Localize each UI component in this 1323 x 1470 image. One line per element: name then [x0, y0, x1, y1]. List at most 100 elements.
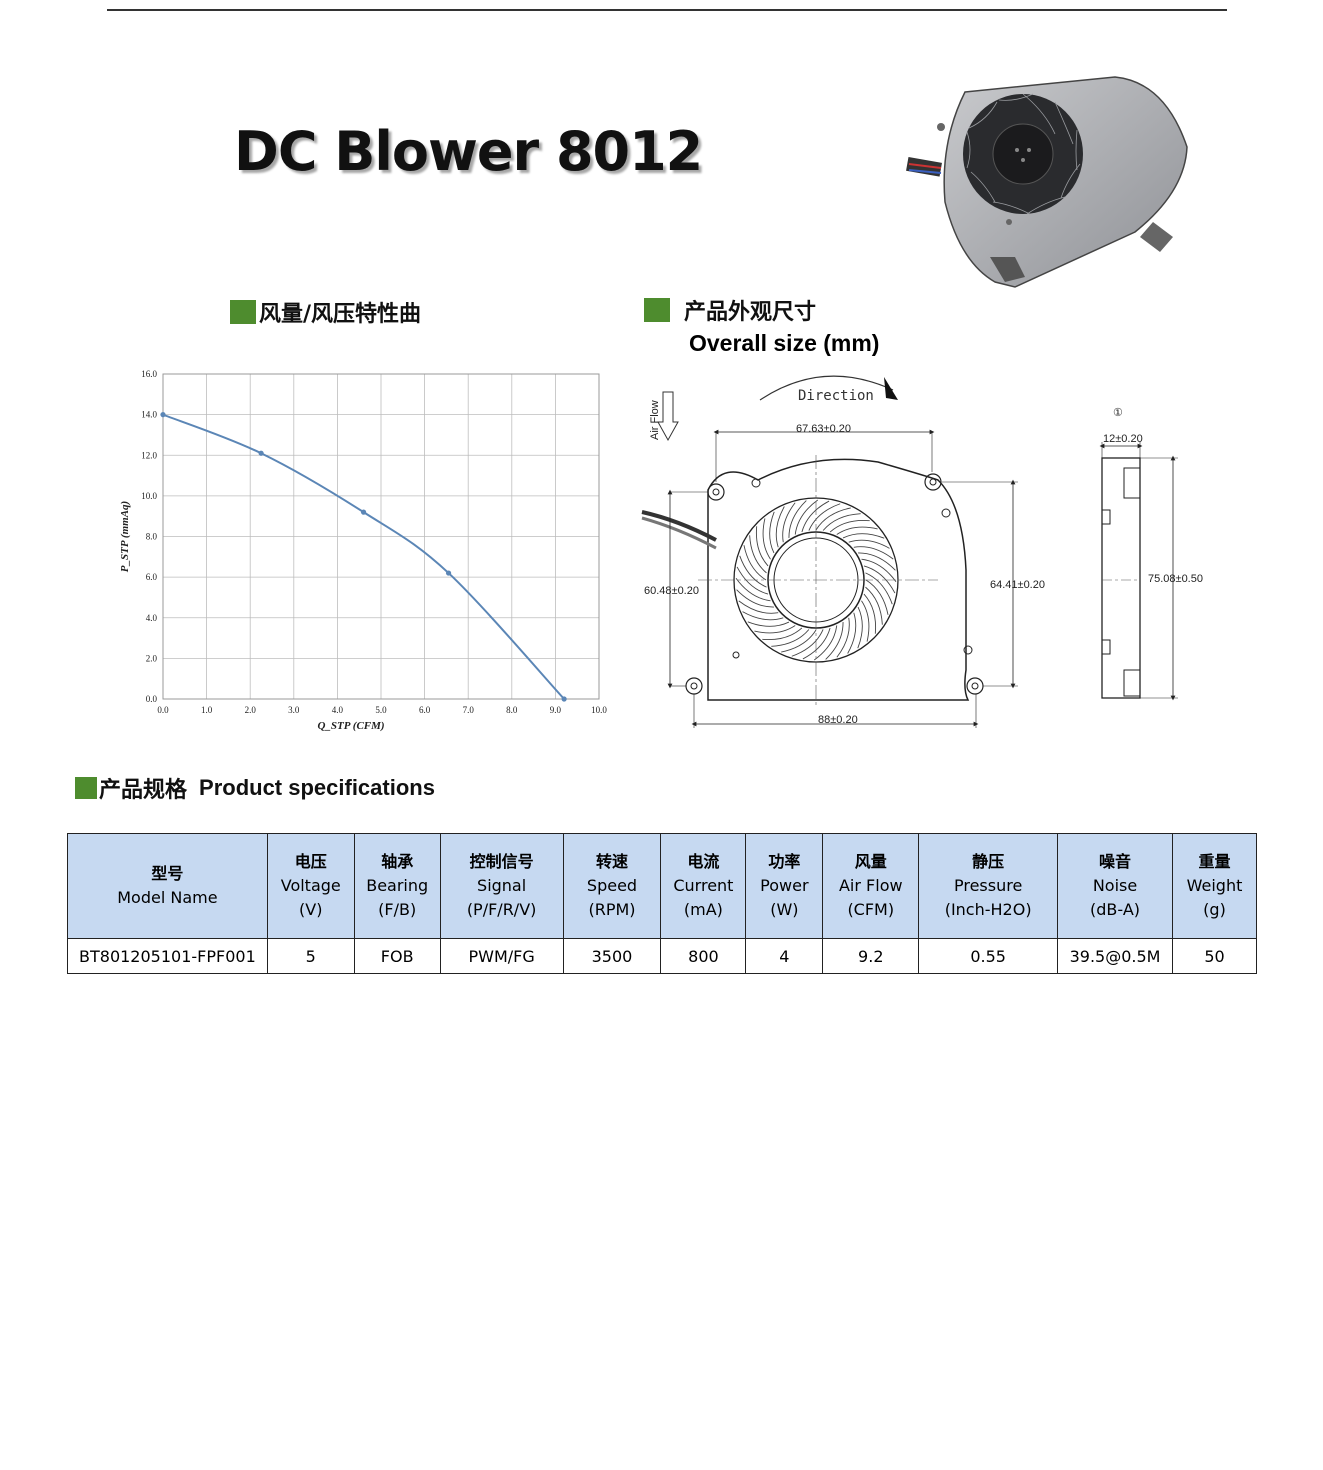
y-tick-label: 10.0: [141, 491, 157, 501]
impeller-blade: [865, 579, 889, 615]
impeller-blade: [749, 535, 767, 574]
impeller-blade: [762, 627, 803, 641]
direction-label: Direction: [798, 388, 874, 404]
top-rule: [107, 9, 1227, 11]
spec-cell: 9.2: [822, 938, 920, 974]
impeller-blade: [771, 629, 810, 647]
impeller-blade: [836, 617, 850, 658]
impeller-blade: [782, 502, 796, 543]
size-section-heading: 产品外观尺寸: [644, 294, 816, 326]
spec-cell: 4: [745, 938, 824, 974]
impeller-blade: [794, 499, 818, 535]
impeller-blade: [742, 611, 784, 621]
impeller-blade: [825, 622, 844, 660]
spec-cell: FOB: [353, 938, 441, 974]
y-tick-label: 14.0: [141, 410, 157, 420]
data-point: [258, 450, 264, 456]
fan-outline: [707, 458, 970, 701]
spec-cell: 0.55: [918, 938, 1059, 974]
x-tick-label: 5.0: [375, 705, 387, 715]
x-tick-label: 3.0: [288, 705, 300, 715]
fan-product-photo: [906, 76, 1188, 288]
impeller-blade: [815, 507, 851, 531]
y-tick-label: 4.0: [146, 613, 158, 623]
spec-section-heading: 产品规格 Product specifications: [75, 772, 435, 804]
y-axis-label: P_STP (mmAq): [119, 501, 131, 572]
impeller-blade: [822, 513, 861, 531]
plot-frame: [162, 373, 600, 700]
impeller-blade: [847, 612, 857, 654]
impeller-blade: [791, 629, 824, 657]
y-tick-label: 6.0: [146, 572, 158, 582]
impeller-blade: [743, 545, 767, 581]
impeller-blade: [857, 606, 863, 649]
impeller-blade: [736, 566, 769, 595]
green-square-icon: [644, 298, 670, 322]
spec-cell: BT801205101-FPF001: [67, 938, 268, 974]
impeller-blade: [814, 625, 838, 661]
impeller-blade: [863, 593, 877, 634]
curve-section-heading: 风量/风压特性曲: [230, 296, 421, 328]
impeller-blade: [755, 526, 769, 567]
spec-cell: 39.5@0.5M: [1057, 938, 1173, 974]
x-tick-label: 8.0: [506, 705, 518, 715]
impeller-blade: [775, 506, 785, 548]
impeller-blade: [769, 511, 775, 554]
y-tick-label: 2.0: [146, 653, 158, 663]
dimension-right: 64.41±0.20: [990, 579, 1045, 591]
green-square-icon: [75, 777, 97, 799]
impeller-blade: [865, 572, 893, 605]
x-tick-label: 2.0: [245, 705, 257, 715]
impeller-blade: [808, 503, 841, 531]
data-point: [160, 412, 166, 418]
impeller-blade: [738, 600, 779, 614]
dimension-left: 60.48±0.20: [644, 585, 699, 597]
impeller-blade: [829, 519, 870, 533]
spec-cell: 3500: [562, 938, 662, 974]
direction-arrow-icon: [884, 377, 898, 400]
impeller-blade: [842, 533, 885, 539]
impeller-blade: [747, 621, 790, 627]
dimension-bottom: 88±0.20: [818, 714, 858, 726]
page-title: DC Blower 8012: [234, 120, 703, 183]
series-line: [162, 413, 565, 700]
y-tick-label: 12.0: [141, 450, 157, 460]
impeller-blade: [863, 565, 896, 594]
chart-series: [160, 412, 567, 702]
y-tick-label: 16.0: [141, 369, 157, 379]
impeller-blade: [781, 629, 817, 653]
x-tick-label: 6.0: [419, 705, 431, 715]
impeller-blade: [861, 600, 870, 642]
impeller-blade: [848, 539, 890, 549]
green-square-icon: [230, 300, 256, 324]
air-flow-label: Air Flow: [649, 400, 661, 440]
x-tick-label: 4.0: [332, 705, 344, 715]
dimension-drawing: Direction Air Flow 67.63±0.20 60.48±0.20…: [641, 375, 1203, 728]
dimension-thickness: 12±0.20: [1103, 433, 1143, 445]
impeller-blade: [853, 546, 894, 560]
view-marker: ①: [1113, 407, 1123, 419]
x-tick-label: 1.0: [201, 705, 213, 715]
x-tick-label: 9.0: [550, 705, 562, 715]
spec-cell: PWM/FG: [439, 938, 564, 974]
chart-grid: [162, 373, 600, 700]
impeller-blade: [802, 627, 831, 660]
impeller-blade: [736, 589, 774, 608]
spec-cell: 50: [1171, 938, 1258, 974]
direction-arc: [759, 375, 894, 401]
impeller-blade: [858, 552, 896, 571]
impeller-blade: [801, 500, 830, 533]
